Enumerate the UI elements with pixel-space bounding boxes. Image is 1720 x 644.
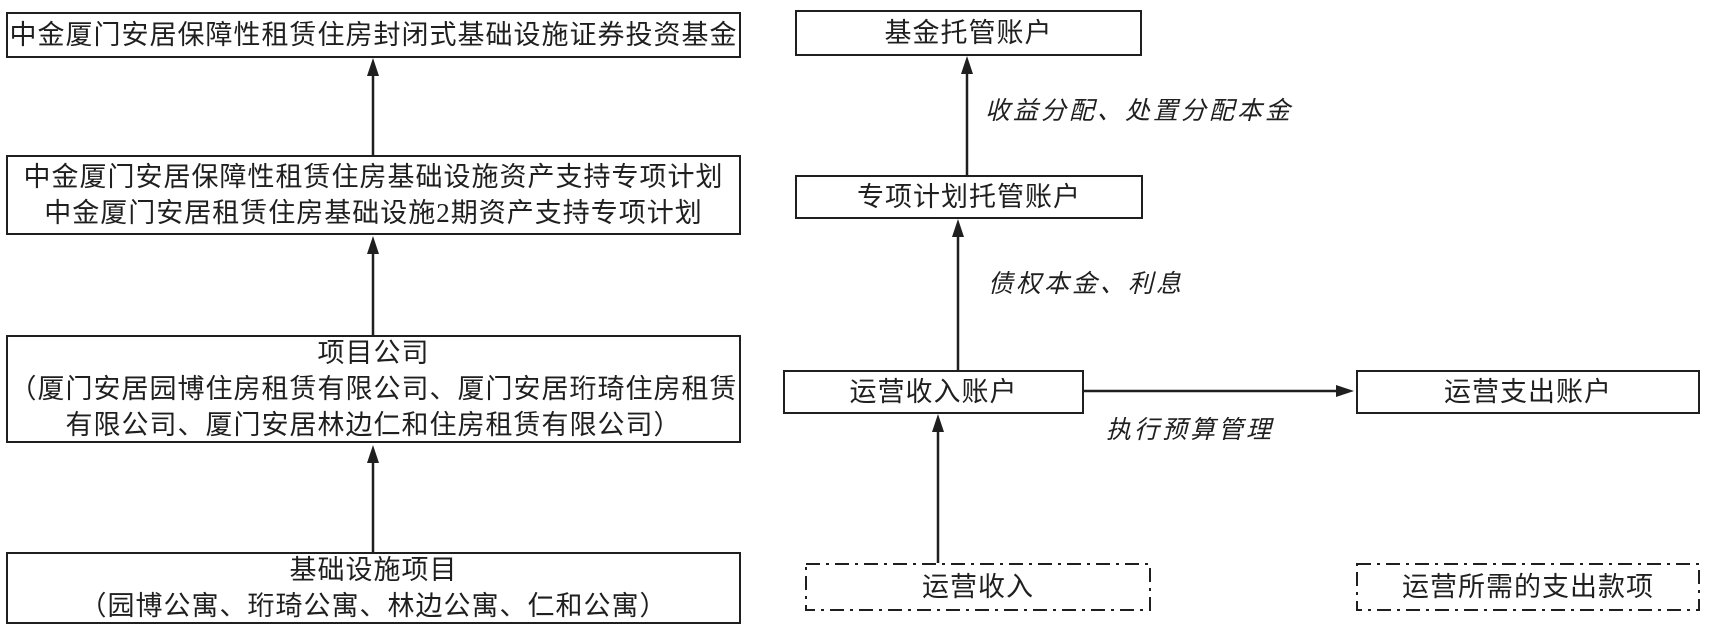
operating-expense-account-label: 运营支出账户 xyxy=(1444,377,1612,407)
arrow-incomeaccount-to-expenseaccount xyxy=(1084,385,1354,397)
infrastructure-title: 基础设施项目 xyxy=(289,555,458,585)
operating-income-account-box: 运营收入账户 xyxy=(783,370,1084,414)
abs-plan-line1: 中金厦门安居保障性租赁住房基础设施资产支持专项计划 xyxy=(23,162,724,192)
operating-expense-account-box: 运营支出账户 xyxy=(1356,370,1700,414)
project-company-box: 项目公司 （厦门安居园博住房租赁有限公司、厦门安居珩琦住房租赁 有限公司、厦门安… xyxy=(6,335,741,443)
operating-expense-items-label: 运营所需的支出款项 xyxy=(1402,572,1654,602)
fund-box: 中金厦门安居保障性租赁住房封闭式基础设施证券投资基金 xyxy=(6,12,741,58)
income-distribution-flow-label: 收益分配、处置分配本金 xyxy=(985,98,1294,125)
arrow-incomeaccount-to-plancustody xyxy=(952,219,964,370)
arrow-absplan-to-fund xyxy=(367,58,379,155)
infrastructure-line2: （园博公寓、珩琦公寓、林边公寓、仁和公寓） xyxy=(79,591,668,621)
operating-income-box: 运营收入 xyxy=(806,564,1150,610)
arrow-plancustody-to-fundcustody xyxy=(961,56,973,175)
budget-management-flow-label: 执行预算管理 xyxy=(1106,417,1275,444)
operating-income-label: 运营收入 xyxy=(922,572,1034,602)
project-company-line2: （厦门安居园博住房租赁有限公司、厦门安居珩琦住房租赁 xyxy=(9,374,738,404)
arrow-income-to-incomeaccount xyxy=(932,414,944,563)
plan-custody-account-label: 专项计划托管账户 xyxy=(857,182,1081,212)
operating-income-box-border xyxy=(805,563,1151,611)
arrow-infra-to-company xyxy=(367,445,379,552)
arrow-company-to-absplan xyxy=(367,236,379,335)
fund-custody-account-box: 基金托管账户 xyxy=(795,10,1142,56)
debt-principal-interest-flow-label: 债权本金、利息 xyxy=(988,271,1185,298)
fund-custody-account-label: 基金托管账户 xyxy=(884,18,1053,48)
operating-expense-items-box: 运营所需的支出款项 xyxy=(1357,564,1699,610)
plan-custody-account-box: 专项计划托管账户 xyxy=(795,175,1143,219)
operating-income-account-label: 运营收入账户 xyxy=(849,377,1018,407)
abs-plan-line2: 中金厦门安居租赁住房基础设施2期资产支持专项计划 xyxy=(44,198,703,228)
operating-expense-items-box-border xyxy=(1356,563,1700,611)
infrastructure-box: 基础设施项目 （园博公寓、珩琦公寓、林边公寓、仁和公寓） xyxy=(6,552,741,624)
project-company-line3: 有限公司、厦门安居林边仁和住房租赁有限公司） xyxy=(65,410,682,440)
project-company-title: 项目公司 xyxy=(317,338,430,368)
abs-plan-box: 中金厦门安居保障性租赁住房基础设施资产支持专项计划 中金厦门安居租赁住房基础设施… xyxy=(6,155,741,235)
fund-box-label: 中金厦门安居保障性租赁住房封闭式基础设施证券投资基金 xyxy=(9,20,738,50)
